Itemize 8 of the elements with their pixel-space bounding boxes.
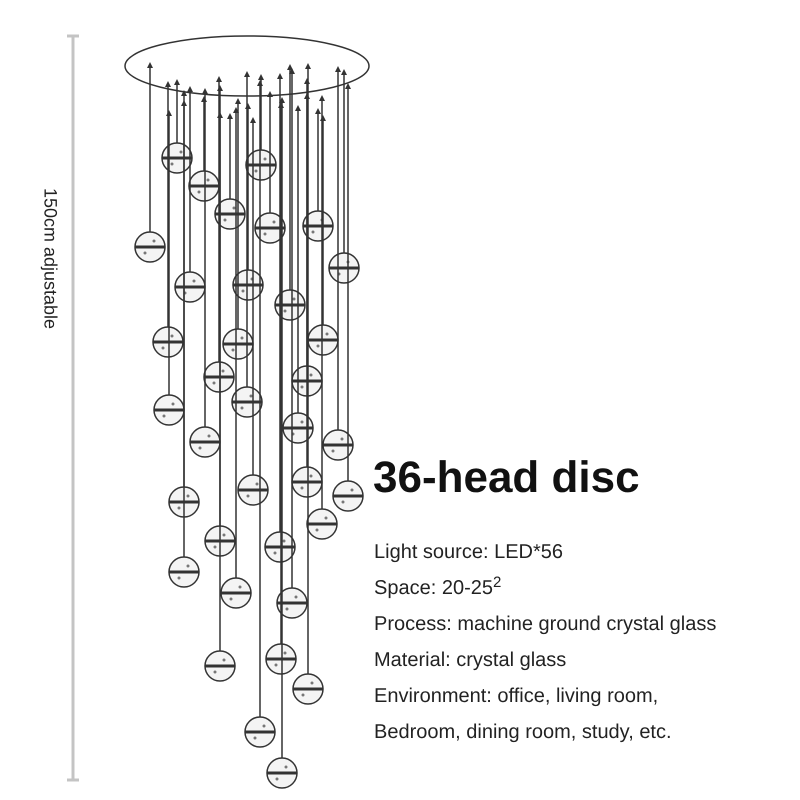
dimension-label: 150cm adjustable	[40, 186, 62, 332]
spec-text: Material: crystal glass	[374, 648, 568, 673]
spec-text: Bedroom, dining room, study, etc.	[374, 720, 673, 745]
spec-text: Environment: office, living room,	[374, 684, 660, 709]
title: 36-head disc	[373, 456, 640, 500]
spec-text: Space: 20-25$^{2}$	[374, 572, 502, 601]
spec-text: Process: machine ground crystal glass	[374, 612, 716, 637]
spec-text: Light source: LED*56	[374, 540, 564, 565]
